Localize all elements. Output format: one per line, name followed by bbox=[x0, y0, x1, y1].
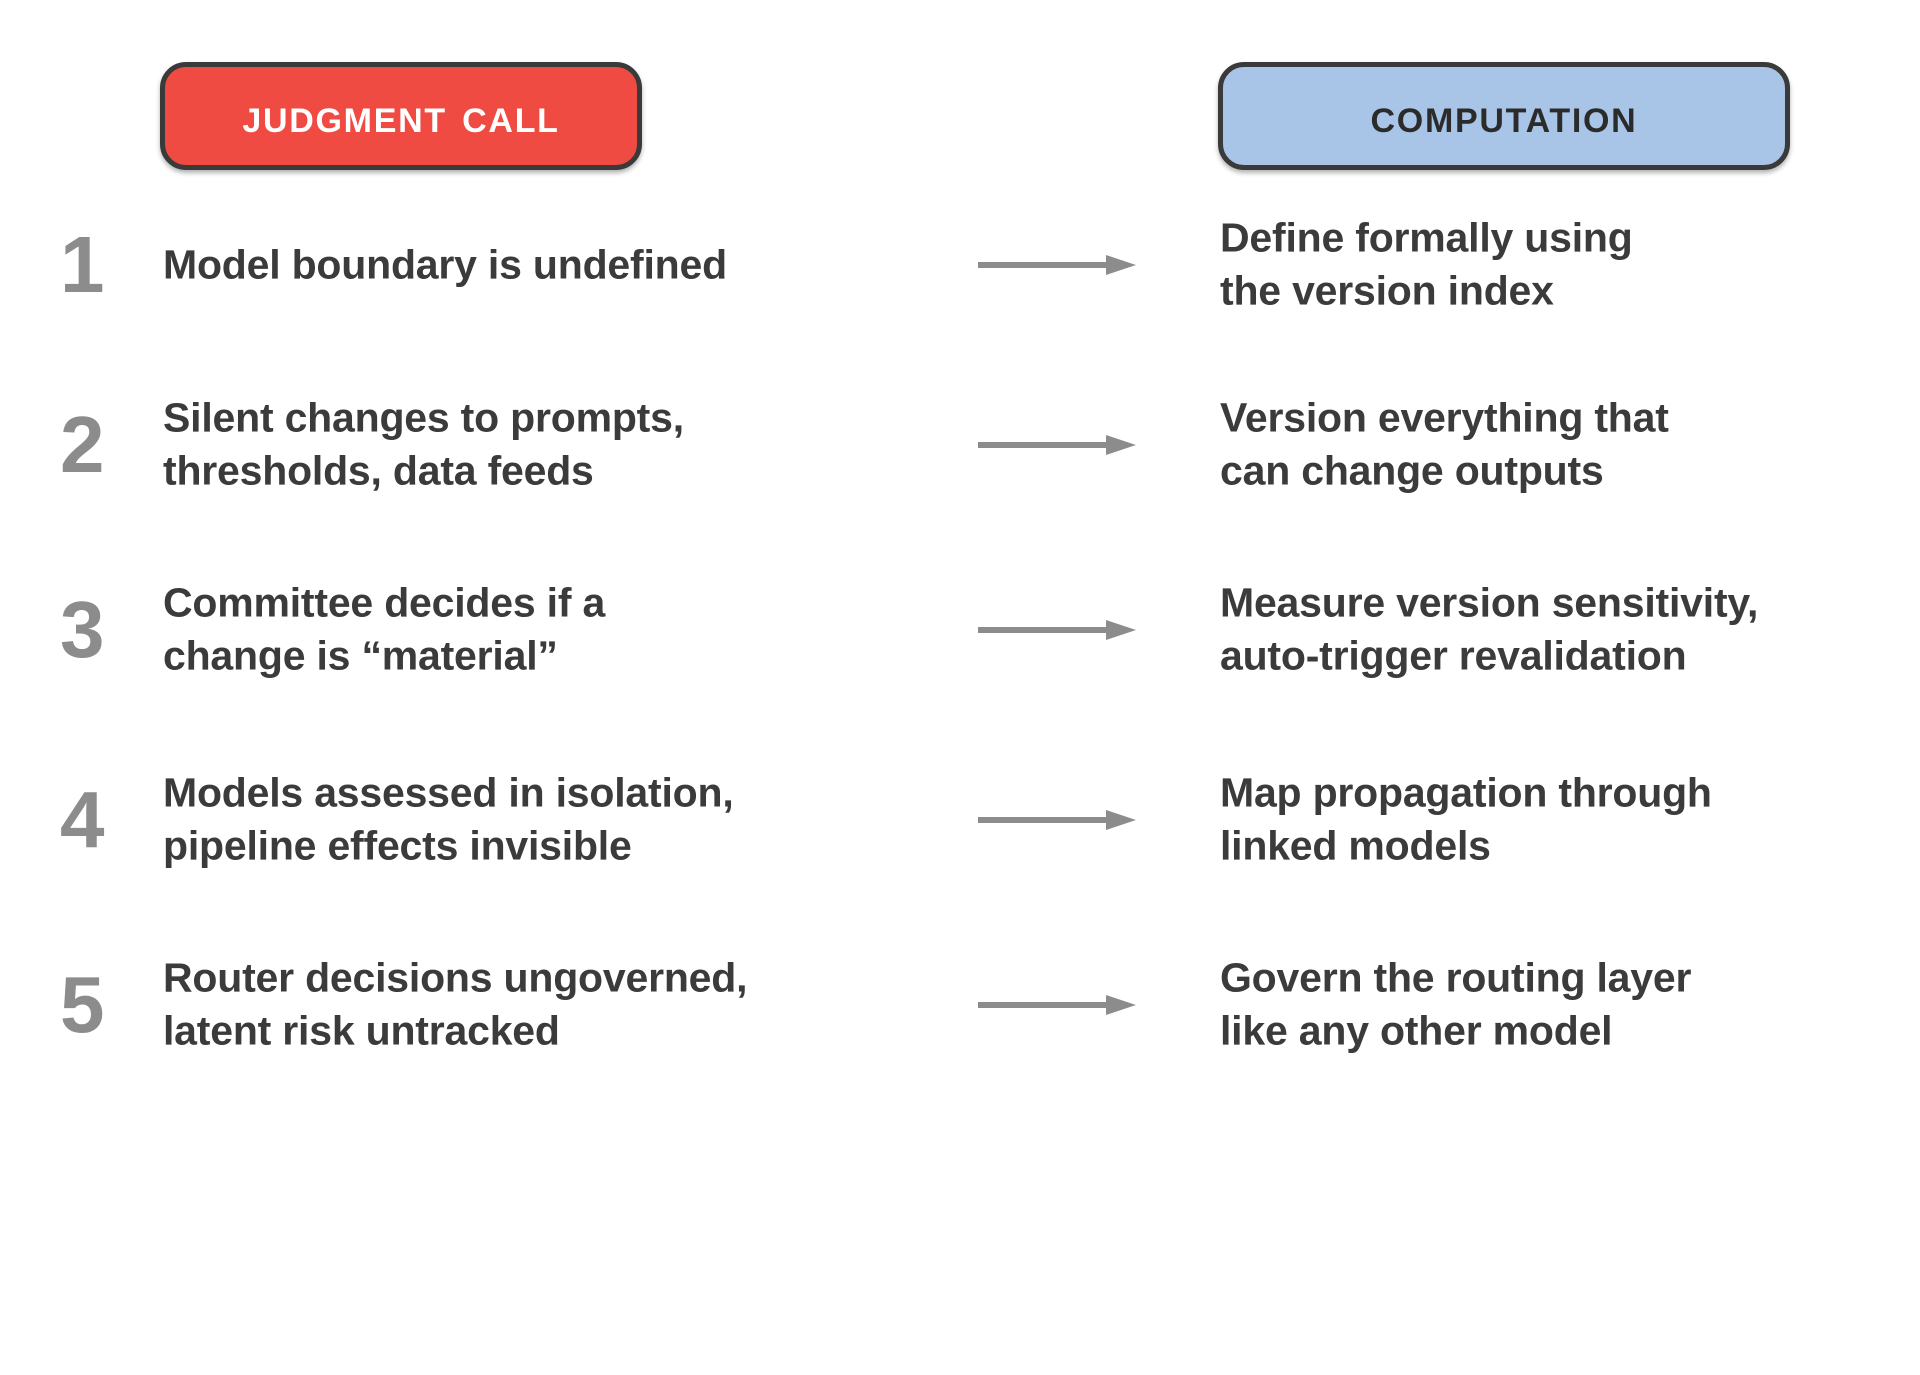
diagram-row: 3 Committee decides if a change is “mate… bbox=[0, 540, 1920, 720]
row-solution-line-2: linked models bbox=[1220, 823, 1491, 869]
row-solution-text: Define formally using the version index bbox=[1220, 212, 1920, 319]
row-solution-text: Version everything that can change outpu… bbox=[1220, 392, 1920, 499]
row-problem-text: Models assessed in isolation, pipeline e… bbox=[163, 767, 963, 874]
header-pill-computation-label: Computation bbox=[1370, 88, 1638, 143]
arrow-right-icon bbox=[978, 807, 1138, 833]
arrow-right-icon bbox=[978, 252, 1138, 278]
diagram-row: 1 Model boundary is undefined Define for… bbox=[0, 175, 1920, 355]
row-solution-line-1: Measure version sensitivity, bbox=[1220, 579, 1759, 626]
header-pill-computation: Computation bbox=[1218, 62, 1790, 170]
row-solution-line-2: auto-trigger revalidation bbox=[1220, 633, 1687, 679]
row-problem-text: Model boundary is undefined bbox=[163, 238, 963, 291]
row-solution-text: Map propagation through linked models bbox=[1220, 767, 1920, 874]
row-problem-line-2: thresholds, data feeds bbox=[163, 448, 594, 494]
row-problem-line-2: latent risk untracked bbox=[163, 1008, 560, 1054]
row-solution-text: Govern the routing layer like any other … bbox=[1220, 952, 1920, 1059]
row-number: 4 bbox=[60, 775, 105, 864]
row-problem-line-2: pipeline effects invisible bbox=[163, 823, 632, 869]
row-number: 3 bbox=[60, 585, 105, 674]
row-solution-line-2: the version index bbox=[1220, 268, 1554, 314]
diagram-row: 2 Silent changes to prompts, thresholds,… bbox=[0, 355, 1920, 535]
row-problem-line-1: Committee decides if a bbox=[163, 579, 606, 626]
row-problem-text: Router decisions ungoverned, latent risk… bbox=[163, 952, 963, 1059]
row-problem-text: Silent changes to prompts, thresholds, d… bbox=[163, 392, 963, 499]
row-problem-line-1: Router decisions ungoverned, bbox=[163, 954, 748, 1001]
arrow-right-icon bbox=[978, 617, 1138, 643]
row-number: 5 bbox=[60, 960, 105, 1049]
diagram-row: 5 Router decisions ungoverned, latent ri… bbox=[0, 915, 1920, 1095]
row-problem-line-1: Model boundary is undefined bbox=[163, 241, 727, 288]
row-solution-line-1: Map propagation through bbox=[1220, 769, 1712, 816]
arrow-right-icon bbox=[978, 992, 1138, 1018]
row-number: 1 bbox=[60, 220, 105, 309]
row-solution-line-1: Version everything that bbox=[1220, 394, 1669, 441]
diagram-row: 4 Models assessed in isolation, pipeline… bbox=[0, 730, 1920, 910]
header-pill-judgment-call: Judgment Call bbox=[160, 62, 642, 170]
row-problem-line-1: Silent changes to prompts, bbox=[163, 394, 684, 441]
arrow-right-icon bbox=[978, 432, 1138, 458]
header-pill-judgment-call-label: Judgment Call bbox=[242, 88, 560, 143]
row-problem-text: Committee decides if a change is “materi… bbox=[163, 577, 963, 684]
row-problem-line-1: Models assessed in isolation, bbox=[163, 769, 734, 816]
row-solution-line-1: Define formally using bbox=[1220, 214, 1633, 261]
row-problem-line-2: change is “material” bbox=[163, 633, 558, 679]
row-solution-line-2: like any other model bbox=[1220, 1008, 1613, 1054]
row-solution-line-1: Govern the routing layer bbox=[1220, 954, 1692, 1001]
row-solution-text: Measure version sensitivity, auto-trigge… bbox=[1220, 577, 1920, 684]
row-number: 2 bbox=[60, 400, 105, 489]
row-solution-line-2: can change outputs bbox=[1220, 448, 1604, 494]
